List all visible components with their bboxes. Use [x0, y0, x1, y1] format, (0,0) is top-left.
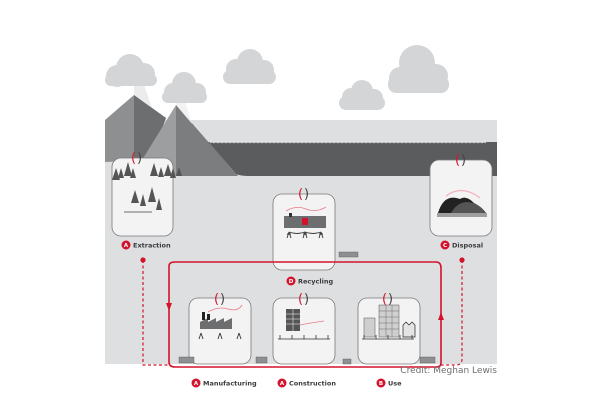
stage-label-use[interactable]: B Use [376, 378, 403, 388]
badge-letter: A [124, 243, 129, 249]
badge [191, 378, 201, 388]
label-text: Construction [289, 380, 336, 388]
svg-text:(: ( [382, 292, 387, 307]
svg-text:(: ( [298, 292, 303, 307]
label-text: Manufacturing [203, 380, 257, 388]
flow-arrows [142, 260, 463, 368]
stage-label-disposal[interactable]: C Disposal [440, 240, 484, 250]
cloud [105, 54, 157, 87]
forest-icon [112, 162, 182, 213]
badge-letter: A [194, 381, 199, 387]
truck-icon [255, 356, 268, 364]
badge [121, 240, 131, 250]
cycle-icon: () [455, 153, 466, 168]
svg-text:(: ( [298, 187, 303, 202]
svg-text:): ) [137, 151, 142, 166]
stage-label-recycling[interactable]: D Recycling [286, 276, 334, 286]
construction-box[interactable] [272, 297, 336, 365]
extraction-flow [142, 260, 169, 366]
svg-text:): ) [461, 153, 466, 168]
svg-text:): ) [304, 292, 309, 307]
label-text: Use [388, 380, 402, 388]
cycle-icon: () [214, 292, 225, 307]
truck-icon [342, 358, 352, 365]
arrowhead-up-icon [438, 312, 444, 320]
cycle-icon: () [298, 187, 309, 202]
stage-label-extraction[interactable]: A Extraction [121, 240, 171, 250]
svg-text:): ) [220, 292, 225, 307]
label-text: Recycling [298, 278, 333, 286]
badge [277, 378, 287, 388]
cloud [162, 72, 207, 103]
badge-letter: B [379, 381, 383, 387]
truck-icon [338, 251, 359, 258]
svg-text:): ) [388, 292, 393, 307]
sea-band [205, 142, 497, 176]
svg-text:(: ( [131, 151, 136, 166]
svg-text:(: ( [455, 153, 460, 168]
cycle-icons: () () () () () () [131, 151, 466, 307]
badge-letter: A [280, 381, 285, 387]
cycle-icon: () [382, 292, 393, 307]
label-text: Disposal [452, 242, 483, 250]
label-text: Extraction [133, 242, 171, 250]
trucks [178, 251, 436, 365]
disposal-box[interactable] [429, 159, 493, 237]
image-credit: Credit: Meghan Lewis [400, 366, 497, 376]
factory-icon [198, 304, 243, 340]
stage-label-construction[interactable]: A Construction [277, 378, 337, 388]
recycling-plant-icon [284, 206, 327, 239]
landfill-icon [437, 189, 487, 217]
extraction-node [140, 257, 146, 263]
disposal-flow [441, 260, 463, 366]
cloud [388, 45, 449, 93]
clouds [105, 45, 449, 110]
svg-text:(: ( [214, 292, 219, 307]
truck-icon [419, 356, 436, 364]
buildings-icon [362, 304, 416, 340]
cycle-icon: () [131, 151, 142, 166]
sea-waves [209, 141, 487, 144]
badge-letter: C [443, 243, 447, 249]
badge [286, 276, 296, 286]
badge-letter: D [289, 279, 294, 285]
disposal-node [459, 257, 465, 263]
svg-text:): ) [304, 187, 309, 202]
cloud [339, 80, 385, 110]
stage-label-manufacturing[interactable]: A Manufacturing [191, 378, 257, 388]
reuse-loop [168, 261, 442, 368]
cycle-icon: () [298, 292, 309, 307]
arrowhead-down-icon [166, 303, 172, 311]
construction-icon [278, 309, 330, 340]
cloud [223, 49, 276, 84]
badge [440, 240, 450, 250]
badge [376, 378, 386, 388]
truck-icon [178, 356, 195, 364]
